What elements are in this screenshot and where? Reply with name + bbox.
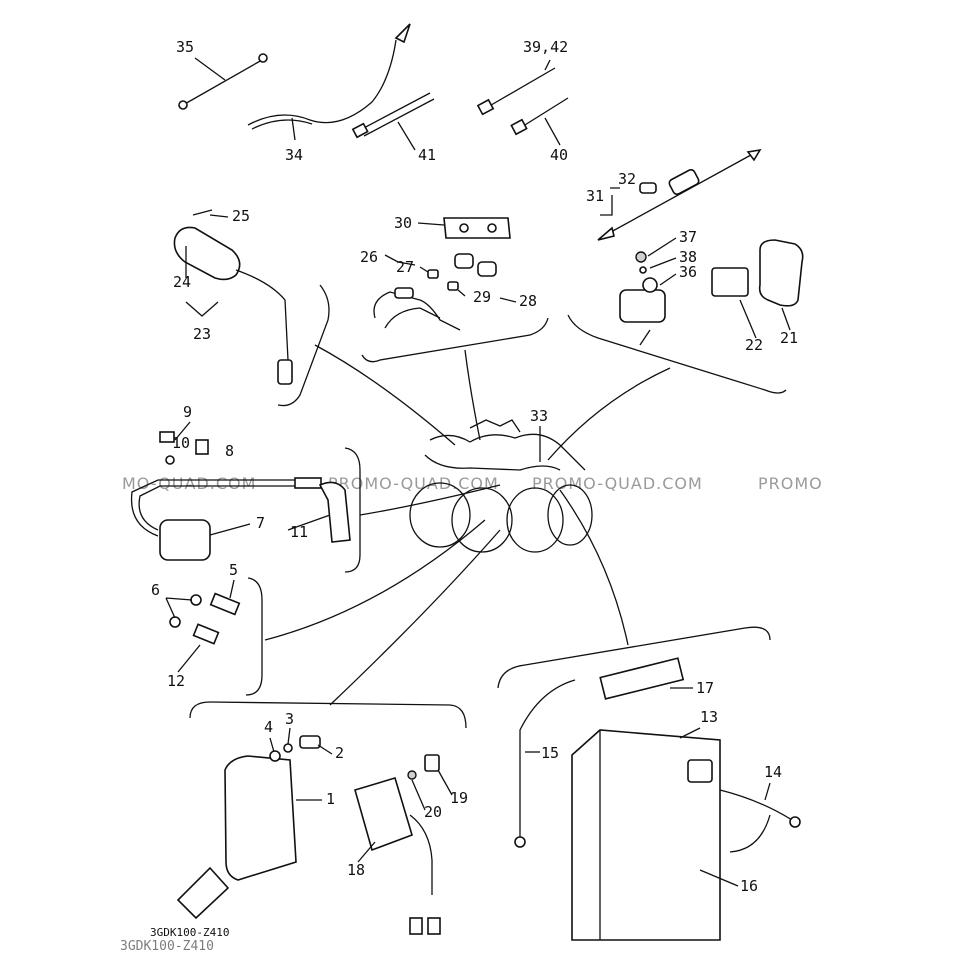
callout-35: 35 <box>176 38 194 56</box>
top-harness-group <box>178 23 569 139</box>
callout-40: 40 <box>550 146 568 164</box>
callout-23: 23 <box>193 325 211 343</box>
callout-5: 5 <box>229 561 238 579</box>
callout-10: 10 <box>172 434 190 452</box>
callout-12: 12 <box>167 672 185 690</box>
callout-27: 27 <box>396 258 414 276</box>
connector-group <box>373 217 511 331</box>
handlebar-switch-group <box>597 148 762 241</box>
callout-16: 16 <box>740 877 758 895</box>
callout-2: 2 <box>335 744 344 762</box>
battery-group <box>514 657 801 941</box>
callout-36: 36 <box>679 263 697 281</box>
group-brackets <box>189 284 787 729</box>
callout-7: 7 <box>256 514 265 532</box>
callout-labels: 35 34 41 39,42 40 32 31 25 30 37 38 26 2… <box>151 38 798 895</box>
watermark-4: PROMO <box>758 474 823 493</box>
callout-32: 32 <box>618 170 636 188</box>
leader-curves <box>264 344 671 706</box>
callout-37: 37 <box>679 228 697 246</box>
drawing-code: 3GDK100-Z410 <box>150 926 229 939</box>
callout-29: 29 <box>473 288 491 306</box>
callout-33: 33 <box>530 407 548 425</box>
callout-20: 20 <box>424 803 442 821</box>
callout-3: 3 <box>285 710 294 728</box>
callout-4: 4 <box>264 718 273 736</box>
callout-19: 19 <box>450 789 468 807</box>
callout-39-42: 39,42 <box>523 38 568 56</box>
cdi-group <box>176 735 441 935</box>
callout-25: 25 <box>232 207 250 225</box>
callout-34: 34 <box>285 146 303 164</box>
callout-leaders <box>165 57 791 887</box>
callout-21: 21 <box>780 329 798 347</box>
callout-26: 26 <box>360 248 378 266</box>
callout-13: 13 <box>700 708 718 726</box>
frame-outline <box>409 419 593 553</box>
callout-1: 1 <box>326 790 335 808</box>
callout-28: 28 <box>519 292 537 310</box>
callout-31: 31 <box>586 187 604 205</box>
ignition-coil-group <box>130 431 351 561</box>
callout-6: 6 <box>151 581 160 599</box>
callout-8: 8 <box>225 442 234 460</box>
callout-30: 30 <box>394 214 412 232</box>
callout-9: 9 <box>183 403 192 421</box>
callout-24: 24 <box>173 273 191 291</box>
callout-18: 18 <box>347 861 365 879</box>
watermark-3: PROMO-QUAD.COM <box>532 474 703 493</box>
watermark-2: PROMO-QUAD.COM <box>328 474 499 493</box>
callout-22: 22 <box>745 336 763 354</box>
footer-code: 3GDK100-Z410 <box>120 939 214 954</box>
callout-17: 17 <box>696 679 714 697</box>
callout-14: 14 <box>764 763 782 781</box>
main-switch-group <box>173 209 293 385</box>
callout-41: 41 <box>418 146 436 164</box>
callout-38: 38 <box>679 248 697 266</box>
sensor-group <box>169 592 241 645</box>
relay-group <box>619 239 804 346</box>
callout-15: 15 <box>541 744 559 762</box>
watermark-1: MO-QUAD.COM <box>122 474 256 493</box>
